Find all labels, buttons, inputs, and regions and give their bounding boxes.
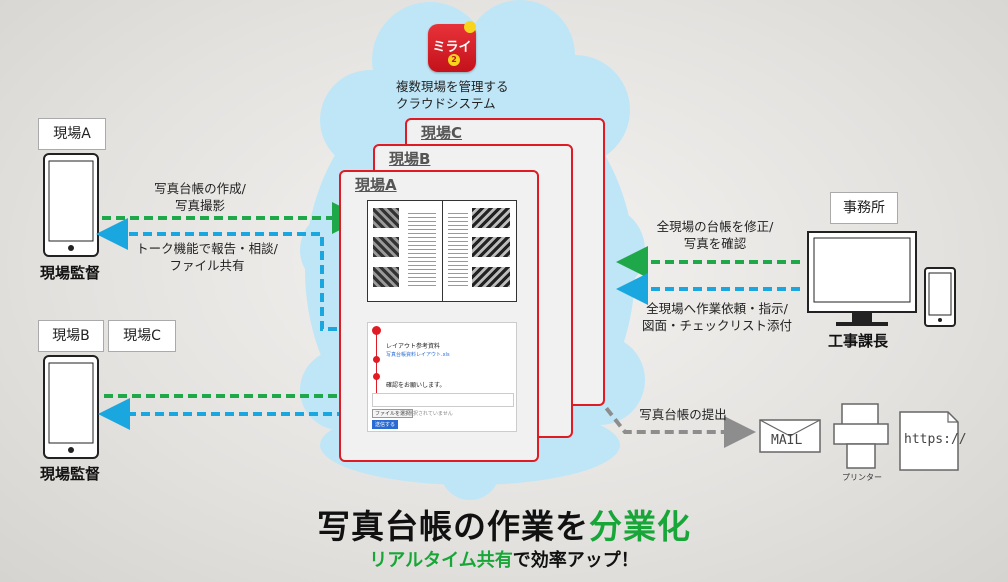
site-c-title: 現場C	[421, 122, 462, 143]
printer-label: プリンター	[842, 472, 882, 483]
chat-send-button[interactable]: 送信する	[372, 420, 398, 429]
chat-link[interactable]: 写真台帳資料レイアウト.xls	[386, 351, 450, 358]
cloud-caption: 複数現場を管理する クラウドシステム	[396, 78, 509, 112]
note-submit-ledger: 写真台帳の提出	[628, 406, 738, 423]
chat-title: レイアウト参考資料	[386, 341, 440, 350]
chat-avatar	[373, 356, 380, 363]
site-supervisor-top: 現場監督	[40, 262, 100, 283]
subline: リアルタイム共有で効率アップ！	[0, 546, 1008, 572]
office-label: 事務所	[830, 192, 898, 224]
note-fix-ledgers: 全現場の台帳を修正/ 写真を確認	[640, 218, 790, 252]
ledger-photo	[472, 208, 510, 228]
chat-preview[interactable]: レイアウト参考資料 写真台帳資料レイアウト.xls 確認をお願いします。 ファイ…	[367, 322, 517, 432]
site-a-title: 現場A	[355, 174, 397, 195]
mail-label: MAIL	[771, 433, 802, 448]
construction-manager: 工事課長	[828, 330, 888, 351]
photo-ledger-preview[interactable]	[367, 200, 517, 302]
chat-thread-line	[376, 331, 377, 397]
phone-icon-bottom	[44, 356, 98, 458]
ledger-photo	[373, 208, 399, 228]
chat-message: 確認をお願いします。	[386, 380, 445, 389]
site-supervisor-bottom: 現場監督	[40, 463, 100, 484]
web-label: https://	[904, 432, 967, 447]
chat-input[interactable]	[372, 393, 514, 407]
phone-icon-top	[44, 154, 98, 256]
ledger-photo	[373, 267, 399, 287]
printer-icon	[834, 404, 888, 468]
site-c-label: 現場C	[108, 320, 176, 352]
note-talk-share: トーク機能で報告・相談/ ファイル共有	[122, 240, 292, 274]
site-a-label: 現場A	[38, 118, 106, 150]
site-b-label: 現場B	[38, 320, 104, 352]
chat-file-status: 選択されていません	[408, 410, 453, 417]
app-icon-text: ミライ	[428, 36, 476, 55]
chat-avatar	[373, 373, 380, 380]
office-phone-icon	[925, 268, 955, 326]
note-request-instructions: 全現場へ作業依頼・指示/ 図面・チェックリスト添付	[632, 300, 802, 334]
ledger-photo	[472, 267, 510, 287]
ledger-photo	[373, 237, 399, 257]
chat-file-button[interactable]: ファイルを選択	[372, 409, 413, 418]
ledger-spine	[442, 201, 443, 301]
headline: 写真台帳の作業を分業化	[0, 500, 1008, 548]
app-icon-star	[464, 21, 476, 33]
site-a-card[interactable]: 現場A レイアウト参考資料 写真台帳資料レイアウト.xls 確認をお願いします。…	[339, 170, 539, 462]
chat-avatar	[372, 326, 381, 335]
ledger-text-lines	[408, 210, 436, 288]
site-b-title: 現場B	[389, 148, 430, 169]
ledger-text-lines	[448, 210, 468, 288]
ledger-photo	[472, 237, 510, 257]
app-icon: ミライ 2	[428, 24, 476, 72]
monitor-icon	[808, 232, 916, 326]
app-icon-badge: 2	[448, 54, 460, 66]
note-create-photo-ledger: 写真台帳の作成/ 写真撮影	[130, 180, 270, 214]
